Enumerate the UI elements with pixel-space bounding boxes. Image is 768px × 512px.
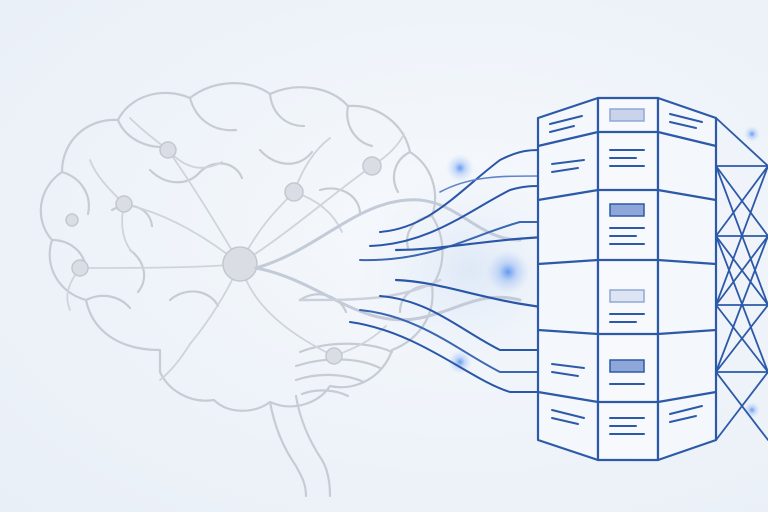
neural-node xyxy=(362,156,382,176)
server-slot-highlight xyxy=(609,359,645,373)
neural-nodes xyxy=(65,141,382,365)
neural-node xyxy=(284,182,304,202)
server-slot-highlight xyxy=(609,203,645,217)
server-slot-highlight xyxy=(609,108,645,122)
center-haze xyxy=(350,160,590,380)
server-panel-center xyxy=(596,96,660,462)
network-mesh xyxy=(715,117,768,441)
server-slots xyxy=(549,108,703,435)
neural-node xyxy=(159,141,177,159)
data-wires xyxy=(254,149,585,393)
brain-outline xyxy=(39,82,444,412)
neural-node xyxy=(71,259,89,277)
brain-stem xyxy=(268,400,308,498)
neural-node xyxy=(325,347,343,365)
server-slot-highlight xyxy=(609,289,645,303)
neural-node xyxy=(222,246,258,282)
server-rack xyxy=(536,96,718,462)
neural-node xyxy=(65,213,79,227)
cerebellum xyxy=(298,342,394,354)
brain xyxy=(39,82,444,498)
server-panel-right xyxy=(656,96,718,462)
neural-node xyxy=(115,195,133,213)
server-panel-left xyxy=(536,96,600,462)
